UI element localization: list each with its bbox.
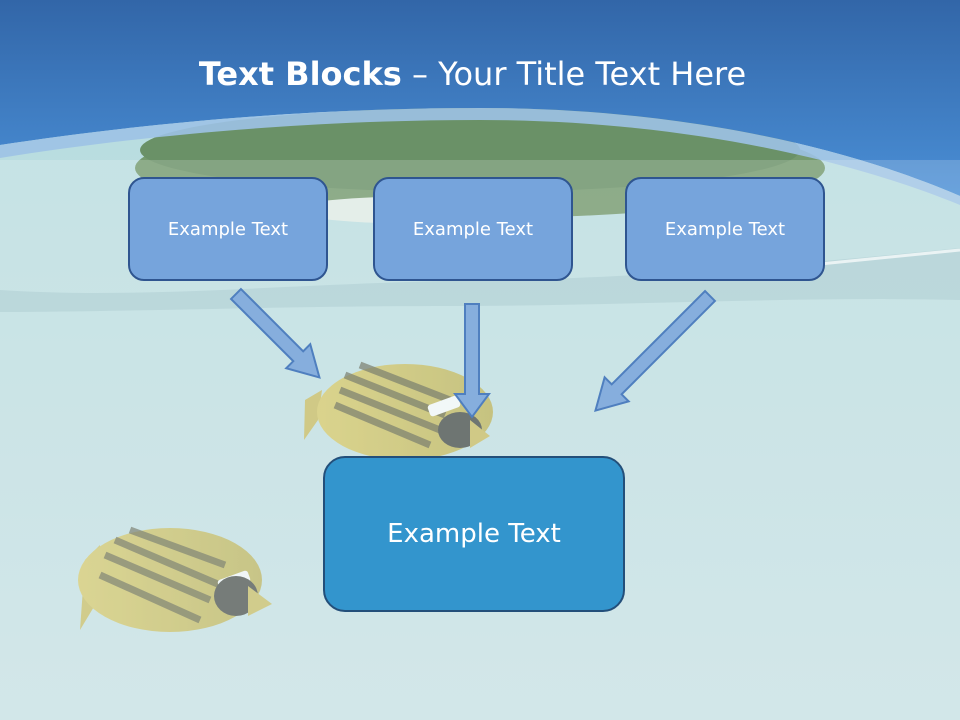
fish-image [304, 361, 493, 460]
arrow-down-left [594, 289, 717, 412]
text-block-2[interactable]: Example Text [373, 177, 573, 281]
title-bold: Text Blocks [198, 55, 402, 93]
slide-title: Text Blocks – Your Title Text Here [0, 52, 945, 96]
result-block-label: Example Text [387, 519, 561, 549]
arrow-down-right [229, 287, 321, 379]
result-block[interactable]: Example Text [323, 456, 625, 612]
text-block-label: Example Text [664, 218, 786, 240]
text-block-label: Example Text [412, 218, 534, 240]
fish-image [78, 526, 272, 632]
title-dash: – [411, 55, 428, 93]
text-block-label: Example Text [167, 218, 289, 240]
text-block-3[interactable]: Example Text [625, 177, 825, 281]
title-rest: Your Title Text Here [438, 55, 747, 93]
text-block-1[interactable]: Example Text [128, 177, 328, 281]
arrow-down [453, 303, 491, 419]
